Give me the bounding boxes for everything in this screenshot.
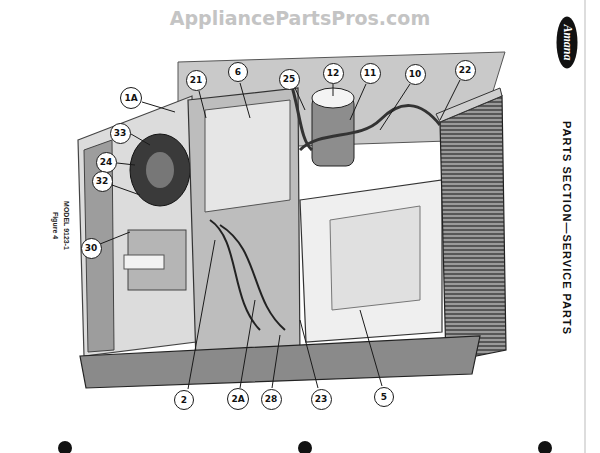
callout-number: 32 xyxy=(96,177,109,186)
fan-motor xyxy=(130,134,190,206)
base-pan xyxy=(80,336,480,388)
binder-hole xyxy=(58,441,72,453)
refrigerant-tube xyxy=(300,106,440,150)
callout-number: 24 xyxy=(100,158,113,167)
control-box xyxy=(205,100,290,212)
motor-hub xyxy=(146,152,174,188)
callout-circle: 32 xyxy=(92,171,113,192)
callout-number: 1A xyxy=(124,94,137,103)
center-partition xyxy=(188,88,300,362)
callout-circle: 33 xyxy=(110,123,131,144)
callout-circle: 1A xyxy=(120,87,142,109)
nameplate xyxy=(124,255,164,269)
callout-circle: 5 xyxy=(374,387,394,407)
callout-number: 10 xyxy=(409,70,422,79)
callout-circle: 10 xyxy=(405,64,426,85)
callout-circle: 23 xyxy=(311,389,332,410)
page-edge xyxy=(585,0,586,453)
callout-circle: 28 xyxy=(261,389,282,410)
callout-number: 2 xyxy=(181,396,187,405)
callout-circle: 30 xyxy=(81,238,102,259)
callout-circle: 25 xyxy=(279,69,300,90)
blower-housing xyxy=(300,180,442,342)
callout-number: 5 xyxy=(381,393,387,402)
refrigerant-tube xyxy=(290,80,312,150)
blower-panel xyxy=(330,206,420,310)
callout-number: 25 xyxy=(283,75,296,84)
callout-circle: 21 xyxy=(186,70,207,91)
callout-number: 6 xyxy=(235,68,241,77)
brand-logo: Amana xyxy=(556,16,577,68)
callout-number: 33 xyxy=(114,129,127,138)
callout-circle: 22 xyxy=(455,60,476,81)
callout-circle: 2A xyxy=(227,388,249,410)
callout-circle: 2 xyxy=(174,390,194,410)
leader-lines xyxy=(100,80,460,389)
callout-number: 12 xyxy=(327,69,340,78)
callout-number: 2A xyxy=(231,395,244,404)
callout-number: 11 xyxy=(364,69,377,78)
callout-number: 22 xyxy=(459,66,472,75)
coil-header xyxy=(436,88,502,122)
watermark: AppliancePartsPros.com xyxy=(170,7,430,29)
section-heading: PARTS SECTION—SERVICE PARTS xyxy=(561,121,573,335)
callout-circle: 24 xyxy=(96,152,117,173)
callout-number: 23 xyxy=(315,395,328,404)
figure-label: Figure 4 xyxy=(52,211,59,238)
condenser-side xyxy=(78,96,196,356)
model-label: MODEL 9123-1 xyxy=(62,201,69,250)
binder-hole xyxy=(538,441,552,453)
callout-number: 30 xyxy=(85,244,98,253)
callout-number: 21 xyxy=(190,76,203,85)
callout-circle: 11 xyxy=(360,63,381,84)
callout-number: 28 xyxy=(265,395,278,404)
callout-circle: 12 xyxy=(323,63,344,84)
evaporator-coil xyxy=(440,96,506,362)
binder-hole xyxy=(298,441,312,453)
callout-circle: 6 xyxy=(228,62,248,82)
